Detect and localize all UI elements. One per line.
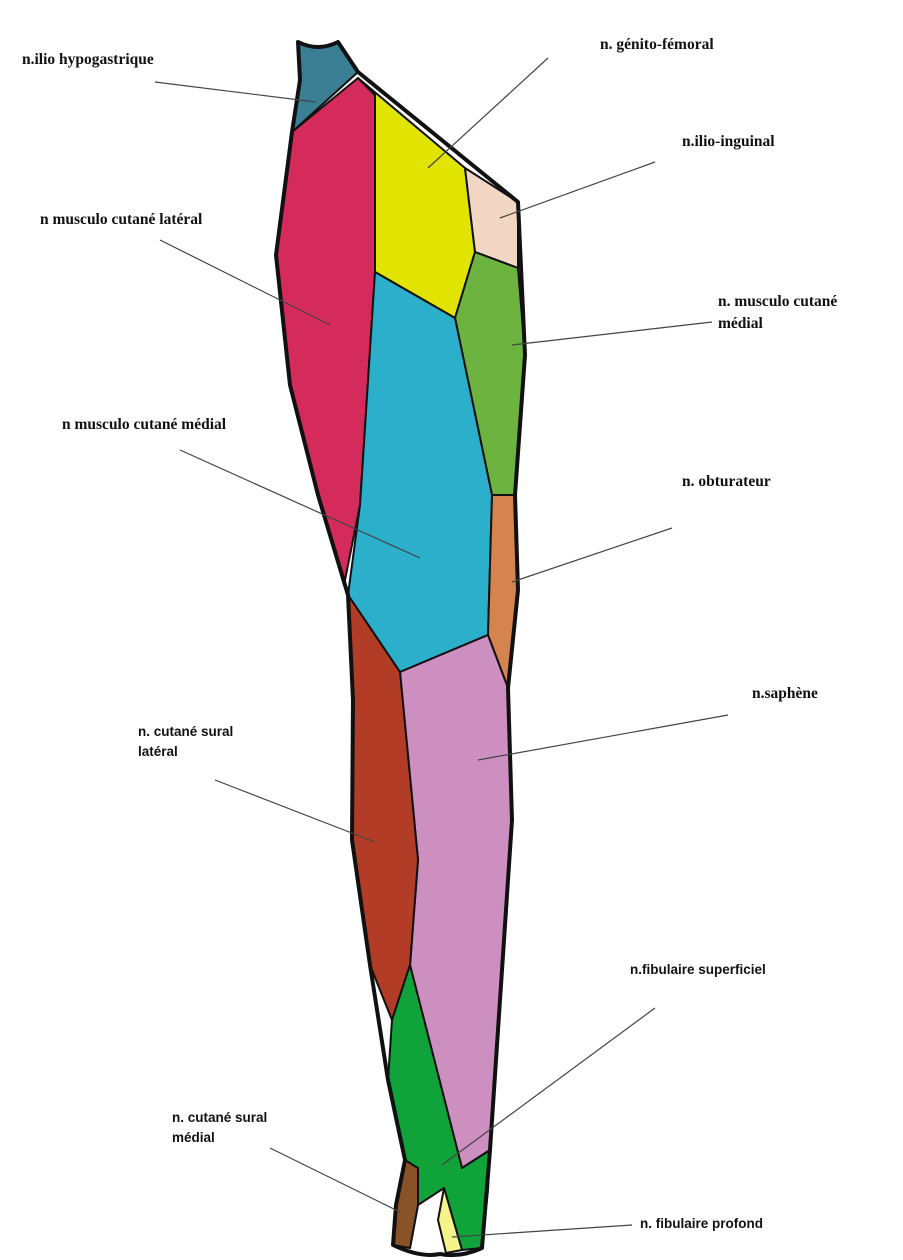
leader-obturateur <box>512 528 672 582</box>
leader-ilio-hypogastrique <box>155 82 316 102</box>
leader-saphene <box>478 715 728 760</box>
label-cutane-sural-medial-line1: n. cutané sural <box>172 1110 267 1127</box>
label-fibulaire-superficiel: n.fibulaire superficiel <box>630 962 766 979</box>
leader-cutane-sural-medial <box>270 1148 400 1212</box>
leader-musculo-cutane-medial-right <box>512 322 712 345</box>
leader-ilio-inguinal <box>500 162 655 218</box>
label-genito-femoral: n. génito-fémoral <box>600 35 714 54</box>
label-ilio-inguinal: n.ilio-inguinal <box>682 132 775 151</box>
label-obturateur: n. obturateur <box>682 472 771 491</box>
label-musculo-cutane-medial-left: n musculo cutané médial <box>62 415 226 434</box>
label-musculo-cutane-medial-right-line2: médial <box>718 314 763 333</box>
label-cutane-sural-lateral-line1: n. cutané sural <box>138 724 233 741</box>
label-cutane-sural-medial-line2: médial <box>172 1130 215 1147</box>
label-cutane-sural-lateral-line2: latéral <box>138 744 178 761</box>
label-musculo-cutane-lateral: n musculo cutané latéral <box>40 210 202 229</box>
leader-genito-femoral <box>428 58 548 168</box>
label-musculo-cutane-medial-right-line1: n. musculo cutané <box>718 292 837 311</box>
label-fibulaire-profond: n. fibulaire profond <box>640 1216 763 1233</box>
label-ilio-hypogastrique: n.ilio hypogastrique <box>22 50 154 69</box>
label-saphene: n.saphène <box>752 684 818 703</box>
